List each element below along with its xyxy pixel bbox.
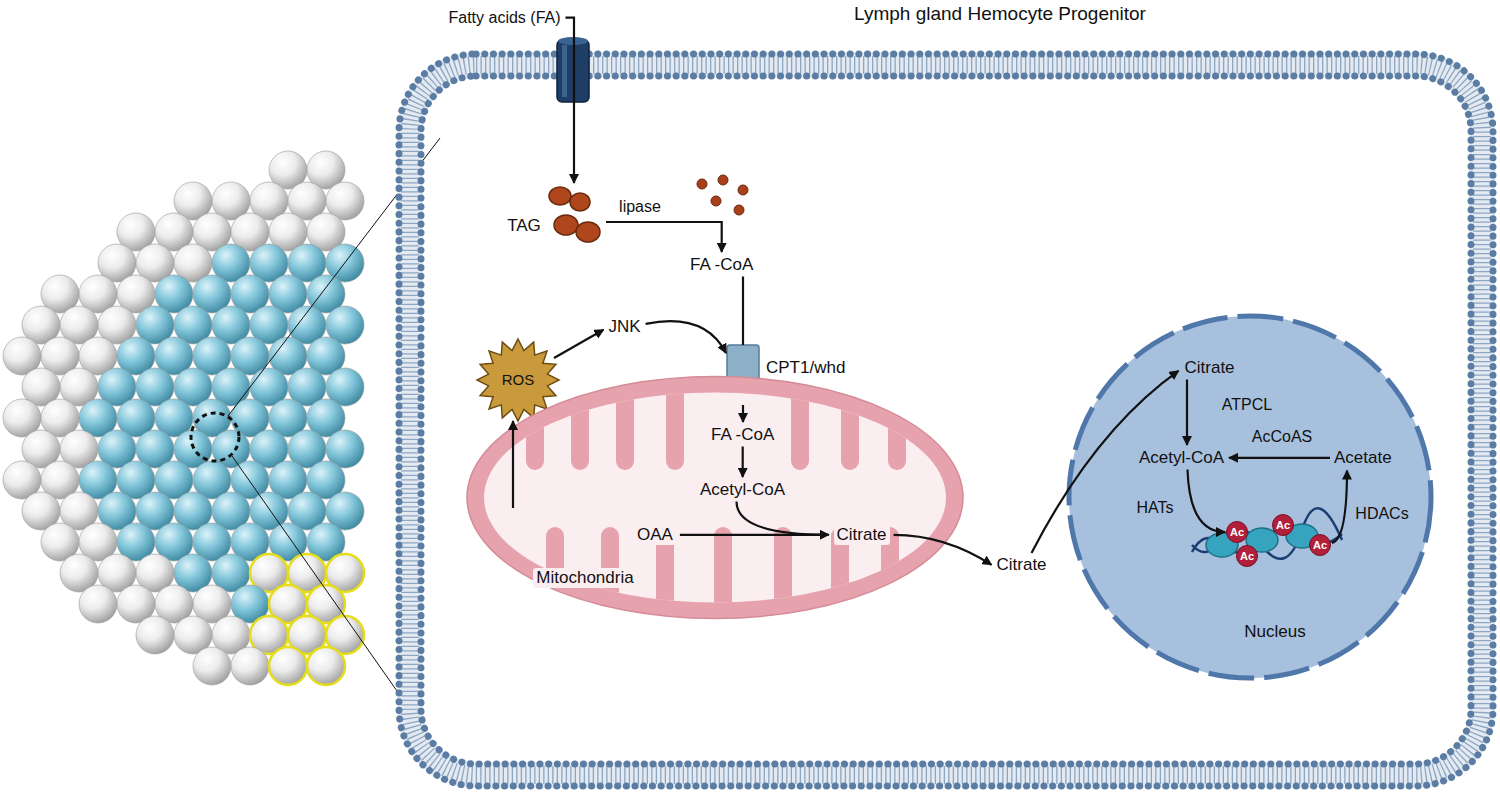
nucleus-circle: NucleusCitrateAcetyl-CoAAcetateAcAcAcAc	[1066, 313, 1434, 681]
dna-strand	[1192, 508, 1342, 559]
lipid-droplet	[576, 222, 600, 242]
node-text: FA -CoA	[708, 425, 777, 445]
acetyl-circle	[1237, 546, 1258, 567]
enzyme-label: HDACs	[1355, 505, 1408, 523]
zoom-circle	[191, 413, 239, 461]
node-text: Fatty acids (FA)	[449, 9, 561, 27]
metabolite-label: Acetate	[1331, 447, 1395, 469]
metabolite-label: FA -CoA	[687, 254, 756, 276]
node-text: ROS	[502, 371, 535, 388]
membrane-heads	[399, 54, 1493, 786]
node-text: CPT1/whd	[766, 358, 845, 378]
lipid-droplet	[549, 187, 571, 205]
acetyl-circle	[1273, 515, 1294, 536]
metabolite-label: Citrate	[831, 524, 893, 546]
crista	[616, 355, 634, 470]
node-text: Citrate	[997, 555, 1047, 575]
pathway-arrow	[742, 405, 744, 422]
enzyme-label: lipase	[619, 198, 661, 216]
node-text: Acetate	[1334, 448, 1392, 468]
fatty-acid-dots	[697, 175, 748, 215]
crista	[841, 355, 859, 470]
enzyme-label: AcCoAS	[1252, 428, 1312, 446]
mitochondrion: Mitochondria FA -CoA Acetyl-CoA OAA Citrate	[465, 375, 965, 620]
metabolite-label: Acetyl-CoA	[694, 479, 791, 501]
cell-membrane: Lymph gland Hemocyte ProgenitorTAGFA -Co…	[395, 50, 1497, 790]
metabolite-label: FA -CoA	[705, 424, 780, 446]
crista	[656, 527, 674, 647]
lipid-droplets-outline	[500, 185, 605, 247]
node-text: Ac	[1230, 526, 1244, 539]
crista	[666, 355, 684, 470]
node-text: Citrate	[834, 525, 890, 545]
acetyl-mark: Ac	[1236, 545, 1258, 567]
lipid-droplet	[570, 193, 590, 211]
node-text: Ac	[1313, 539, 1327, 552]
cell-sphere	[193, 647, 231, 685]
chromatin	[1192, 508, 1342, 559]
metabolite-label: Citrate	[994, 554, 1050, 576]
pathway-arrow	[646, 321, 726, 353]
fa-channel-shine	[562, 45, 567, 97]
cell-sphere	[79, 585, 117, 623]
kinase-label: JNK	[606, 316, 644, 338]
node-text: Mitochondria	[533, 568, 636, 588]
membrane-heads	[421, 76, 1471, 764]
metabolite-label: Citrate	[1182, 357, 1238, 379]
crista	[791, 355, 809, 470]
cell-sphere	[231, 647, 269, 685]
membrane-core	[410, 65, 1482, 775]
acetyl-mark: Ac	[1272, 514, 1294, 536]
metabolite-label: Fatty acids (FA)	[446, 8, 564, 28]
node-text: JNK	[609, 317, 641, 337]
crista	[571, 355, 589, 470]
node-text: Ac	[1276, 519, 1290, 532]
lymph-gland-hemisphere	[3, 151, 364, 685]
node-text: Ac	[1240, 550, 1254, 563]
cristae	[526, 355, 906, 647]
crista	[881, 527, 899, 647]
pathway-arrow	[1229, 457, 1330, 459]
crista	[526, 355, 544, 470]
node-text: Acetyl-CoA	[697, 480, 788, 500]
metabolite-label: Acetyl-CoA	[1136, 447, 1227, 469]
pathway-arrow	[1186, 380, 1188, 446]
pathway-arrow	[742, 277, 744, 346]
membrane-tails	[410, 65, 1482, 775]
metabolite-label: OAA	[631, 524, 679, 546]
pathway-arrow	[606, 222, 722, 252]
cell-sphere	[136, 616, 174, 654]
acetyl-circle	[1310, 535, 1331, 556]
crista	[888, 355, 906, 470]
pathway-arrow	[680, 534, 829, 536]
nuclear-envelope	[1069, 316, 1431, 678]
pathway-arrow	[742, 447, 744, 478]
node-text: Acetyl-CoA	[1139, 448, 1224, 468]
node-text: OAA	[634, 525, 676, 545]
fa-channel-top	[558, 37, 588, 45]
node-text: FA -CoA	[690, 255, 753, 275]
acetyl-circle	[1227, 522, 1248, 543]
lipid-droplet	[554, 215, 578, 235]
node-text: TAG	[507, 216, 541, 236]
acetyl-mark: Ac	[1309, 534, 1331, 556]
pathway-arrow	[554, 330, 604, 358]
fa-channel	[557, 40, 589, 102]
acetyl-mark: Ac	[1226, 521, 1248, 543]
node-text: Citrate	[1185, 358, 1235, 378]
cell-sphere	[307, 647, 345, 685]
crista	[714, 527, 732, 647]
enzyme-label: ATPCL	[1222, 396, 1272, 414]
crista	[831, 527, 849, 647]
cell-sphere	[269, 647, 307, 685]
node-text: Nucleus	[1244, 622, 1305, 642]
pathway-arrow	[512, 421, 514, 508]
enzyme-label: HATs	[1136, 499, 1173, 517]
crista	[774, 527, 792, 647]
lipid-droplets: TAG	[500, 185, 605, 247]
node-text: Lymph gland Hemocyte Progenitor	[854, 3, 1146, 25]
